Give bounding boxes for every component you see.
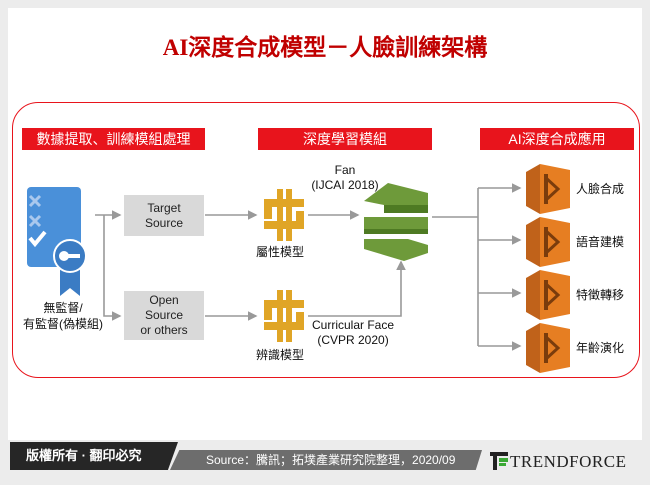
box-line: Source [144,215,184,230]
curricular-venue: (CVPR 2020) [317,333,389,347]
trendforce-brand: TRENDFORCE [510,452,627,471]
fan-label: Fan (IJCAI 2018) [300,163,390,193]
box-line: Target [147,200,181,215]
attribute-model-label: 屬性模型 [256,245,305,259]
recognition-model-icon [264,290,304,342]
curricular-face-label: Curricular Face (CVPR 2020) [312,318,394,348]
application-item: 人臉合成 [526,162,624,215]
box-line: or others [140,323,188,337]
copyright-notice: 版權所有 · 翻印必究 [10,442,178,470]
applications-list: 人臉合成 語音建模 特徵轉移 年齡演化 [526,162,624,374]
box-line: Open [149,293,179,307]
curricular-name: Curricular Face [312,318,395,332]
certificate-key-icon [27,187,87,296]
fan-venue: (IJCAI 2018) [311,178,379,192]
application-item: 特徵轉移 [526,268,624,321]
fan-name: Fan [334,163,356,177]
label-unsupervised: 無監督/ [43,301,83,315]
header-deep-learning: 深度學習模組 [258,128,432,150]
application-label: 特徵轉移 [576,288,625,302]
target-source-box: Target Source [124,195,204,236]
label-supervised: 有監督(偽模組) [23,317,103,331]
lambda-function-icon [526,322,570,373]
attribute-model-icon [264,189,304,241]
data-source-label: 無監督/ 有監督(偽模組) [18,300,108,332]
application-label: 語音建模 [576,235,625,249]
application-item: 年齡演化 [526,321,624,374]
recognition-model-label: 辨識模型 [256,348,305,362]
trendforce-logo-icon [490,452,508,470]
source-note: Source：騰訊；拓墣產業研究院整理，2020/09 [170,450,482,470]
header-data-extraction: 數據提取、訓練模組處理 [22,128,205,150]
lambda-function-icon [526,269,570,320]
application-item: 語音建模 [526,215,624,268]
lambda-function-icon [526,216,570,267]
box-line: Source [144,308,184,322]
page-title: AI深度合成模型－人臉訓練架構 [162,35,488,60]
header-ai-application: AI深度合成應用 [480,128,634,150]
deep-learning-stack-icon [364,183,428,261]
application-label: 人臉合成 [576,182,625,196]
lambda-function-icon [526,163,570,214]
open-source-box: Open Source or others [124,291,204,340]
diagram-frame [12,102,640,378]
application-label: 年齡演化 [576,341,625,355]
